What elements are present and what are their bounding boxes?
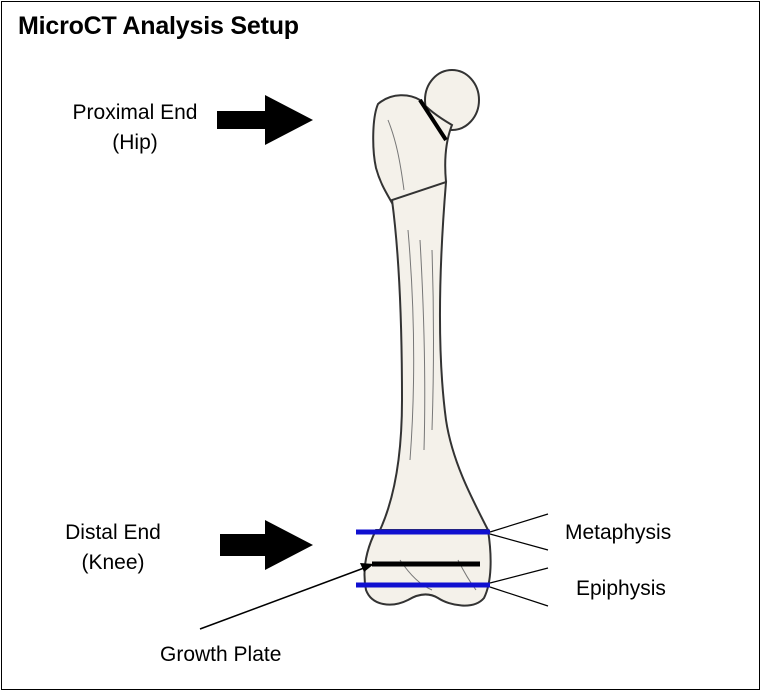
growth-plate-label: Growth Plate [160,640,281,670]
epiphysis-leader-top [490,568,548,583]
metaphysis-leader-top [490,514,548,532]
femur-shaft [380,182,488,530]
metaphysis-label: Metaphysis [565,518,671,548]
metaphysis-leader-bottom [490,534,548,550]
epiphysis-leader-bottom [490,587,548,606]
growth-plate-pointer-line [200,568,364,629]
epiphysis-label: Epiphysis [576,574,666,604]
femur-distal-end [364,530,490,606]
distal-end-label-line1: Distal End [28,518,198,548]
proximal-end-label-line1: Proximal End [40,98,230,128]
proximal-end-label: Proximal End (Hip) [40,98,230,158]
distal-arrow [220,520,313,570]
proximal-end-label-line2: (Hip) [40,128,230,158]
femur-bone-illustration [364,70,490,606]
distal-end-label-line2: (Knee) [28,548,198,578]
distal-end-label: Distal End (Knee) [28,518,198,578]
proximal-arrow [217,95,313,145]
